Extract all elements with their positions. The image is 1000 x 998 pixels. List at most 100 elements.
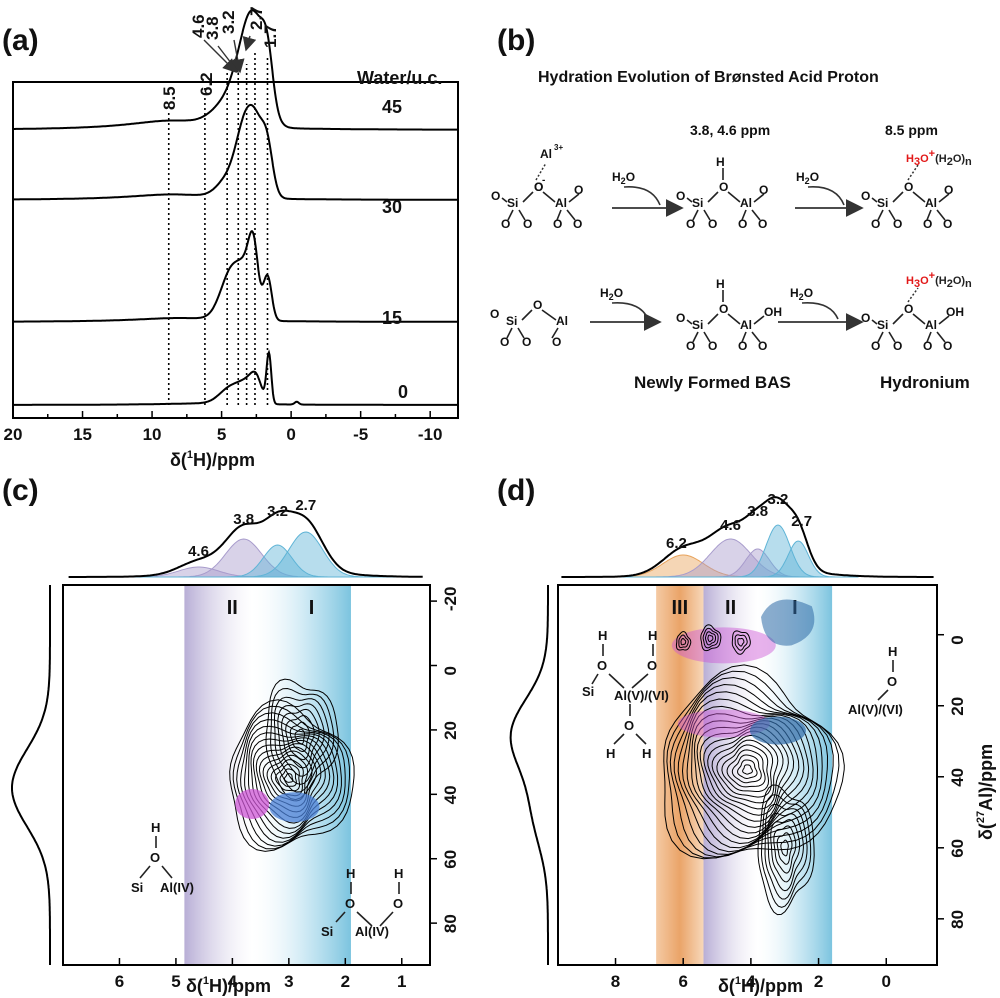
panel-d-contour xyxy=(700,624,722,652)
panel-d-spot-blue-top xyxy=(761,599,815,646)
panel-d-atom-al: Al(V)/(VI) xyxy=(848,702,903,717)
scheme-water: H2O xyxy=(612,170,635,186)
scheme-atom-h: H xyxy=(716,277,725,291)
scheme-atom-al: Al xyxy=(740,196,752,210)
scheme-atom-o: O xyxy=(491,189,500,203)
scheme-atom-o-bridge: O xyxy=(904,302,913,316)
scheme-bond xyxy=(507,209,514,221)
panel-d-ytick-label: 60 xyxy=(948,839,967,858)
panel-a-peak-arrow xyxy=(242,35,257,52)
panel-c-region-II-band xyxy=(184,585,253,965)
panel-c-left-projection xyxy=(11,585,51,965)
panel-a-peak-arrow xyxy=(230,39,245,74)
scheme-hydronium: H3O+(H2O)n xyxy=(906,270,972,290)
panel-d-contour xyxy=(737,759,758,780)
panel-d-contour xyxy=(742,764,753,775)
scheme-atom-si: Si xyxy=(877,318,888,332)
scheme-atom-o: O xyxy=(923,217,932,231)
panel-c-bond xyxy=(139,865,151,879)
scheme-bond xyxy=(753,315,765,325)
scheme-atom-o-bridge: O xyxy=(719,180,728,194)
panel-d-contour xyxy=(686,705,814,845)
scheme-atom-o: O xyxy=(553,217,562,231)
panel-a-xtick-label: -10 xyxy=(418,425,443,444)
scheme-label-hydronium: Hydronium xyxy=(880,373,970,392)
panel-d-contour xyxy=(705,631,716,646)
panel-d-top-component xyxy=(598,538,859,578)
scheme-atom-o: O xyxy=(676,189,685,203)
panel-c-atom-si: Si xyxy=(131,880,143,895)
scheme-atom-oh: OH xyxy=(764,305,782,319)
panel-d-contour xyxy=(677,691,823,853)
panel-c-xtick-label: 5 xyxy=(171,972,180,991)
panel-a-series-label: 0 xyxy=(398,382,408,402)
scheme-bond xyxy=(556,209,562,221)
panel-d-contour xyxy=(767,812,804,892)
panel-c-label: (c) xyxy=(2,474,39,507)
panel-d-contour xyxy=(678,634,689,649)
panel-d-peak-label: 6.2 xyxy=(666,535,687,552)
scheme-atom-o: O xyxy=(893,339,902,353)
scheme-atom-oh: OH xyxy=(946,305,964,319)
scheme-bond xyxy=(888,331,896,343)
panel-c-xtick-label: 1 xyxy=(397,972,406,991)
scheme-bond xyxy=(751,331,761,343)
panel-c-bond xyxy=(335,911,346,923)
panel-a-xtick-label: 20 xyxy=(4,425,23,444)
panel-a-series-label: 30 xyxy=(382,197,402,217)
scheme-dashed-bond xyxy=(907,164,919,181)
panel-d-contour xyxy=(737,637,745,647)
panel-c-xtick-label: 3 xyxy=(284,972,293,991)
scheme-bond xyxy=(707,313,719,325)
panel-d-region-label: III xyxy=(671,597,688,619)
panel-c-atom-h: H xyxy=(394,866,403,881)
panel-d-xtick-label: 0 xyxy=(882,972,891,991)
scheme-bond xyxy=(926,209,932,221)
panel-d-left-projection xyxy=(509,585,549,965)
panel-c-ytick-label: 40 xyxy=(441,785,460,804)
panel-d-xtick-label: 6 xyxy=(678,972,687,991)
panel-c-spot-purple xyxy=(235,788,270,819)
scheme-shift-right: 8.5 ppm xyxy=(885,122,938,138)
panel-d-peak-label: 3.2 xyxy=(768,491,789,508)
scheme-atom-o: O xyxy=(523,217,532,231)
panel-c-region-label: II xyxy=(227,597,238,619)
scheme-bond xyxy=(707,191,719,203)
scheme-water-curve xyxy=(611,302,649,320)
scheme-atom-o: O xyxy=(522,335,531,349)
scheme-atom-al: Al xyxy=(556,314,568,328)
panel-d-atom-o: O xyxy=(887,674,897,689)
panel-d-peak-label: 2.7 xyxy=(791,513,812,530)
panel-c-contour xyxy=(285,714,315,761)
scheme-bond xyxy=(741,209,747,221)
scheme-water: H2O xyxy=(600,286,623,302)
scheme-atom-o-bridge: O xyxy=(534,180,543,194)
scheme-bond xyxy=(871,319,878,325)
scheme-atom-al: Al xyxy=(925,318,937,332)
scheme-atom-o: O xyxy=(686,339,695,353)
panel-d-contour xyxy=(731,630,751,655)
panel-c-contour xyxy=(281,708,320,769)
scheme-atom-o: O xyxy=(758,217,767,231)
panel-d-ylabel: δ(27Al)/ppm xyxy=(975,744,996,840)
panel-d-contour xyxy=(663,664,845,860)
panel-a-series-line xyxy=(13,349,458,406)
panel-a-peak-label: 3.2 xyxy=(219,10,238,34)
scheme-bond xyxy=(753,193,765,203)
panel-d-ytick-label: 40 xyxy=(948,768,967,787)
panel-d-contour xyxy=(757,784,815,916)
panel-c-atom-al: Al(IV) xyxy=(355,924,389,939)
panel-c-atom-o: O xyxy=(150,850,160,865)
scheme-bond xyxy=(741,331,747,343)
panel-a-peak-label: 4.6 xyxy=(189,14,208,38)
panel-a-peak-label: 3.8 xyxy=(203,16,222,40)
panel-d-bond xyxy=(631,673,649,689)
panel-a-xlabel: δ(1H)/ppm xyxy=(170,449,255,470)
panel-d-contour xyxy=(770,818,801,883)
panel-c-peak-label: 4.6 xyxy=(188,543,209,560)
panel-d-contour xyxy=(731,754,762,784)
scheme-bond xyxy=(877,331,884,343)
scheme-bond xyxy=(692,209,699,221)
panel-a-series-label: 15 xyxy=(382,308,402,328)
